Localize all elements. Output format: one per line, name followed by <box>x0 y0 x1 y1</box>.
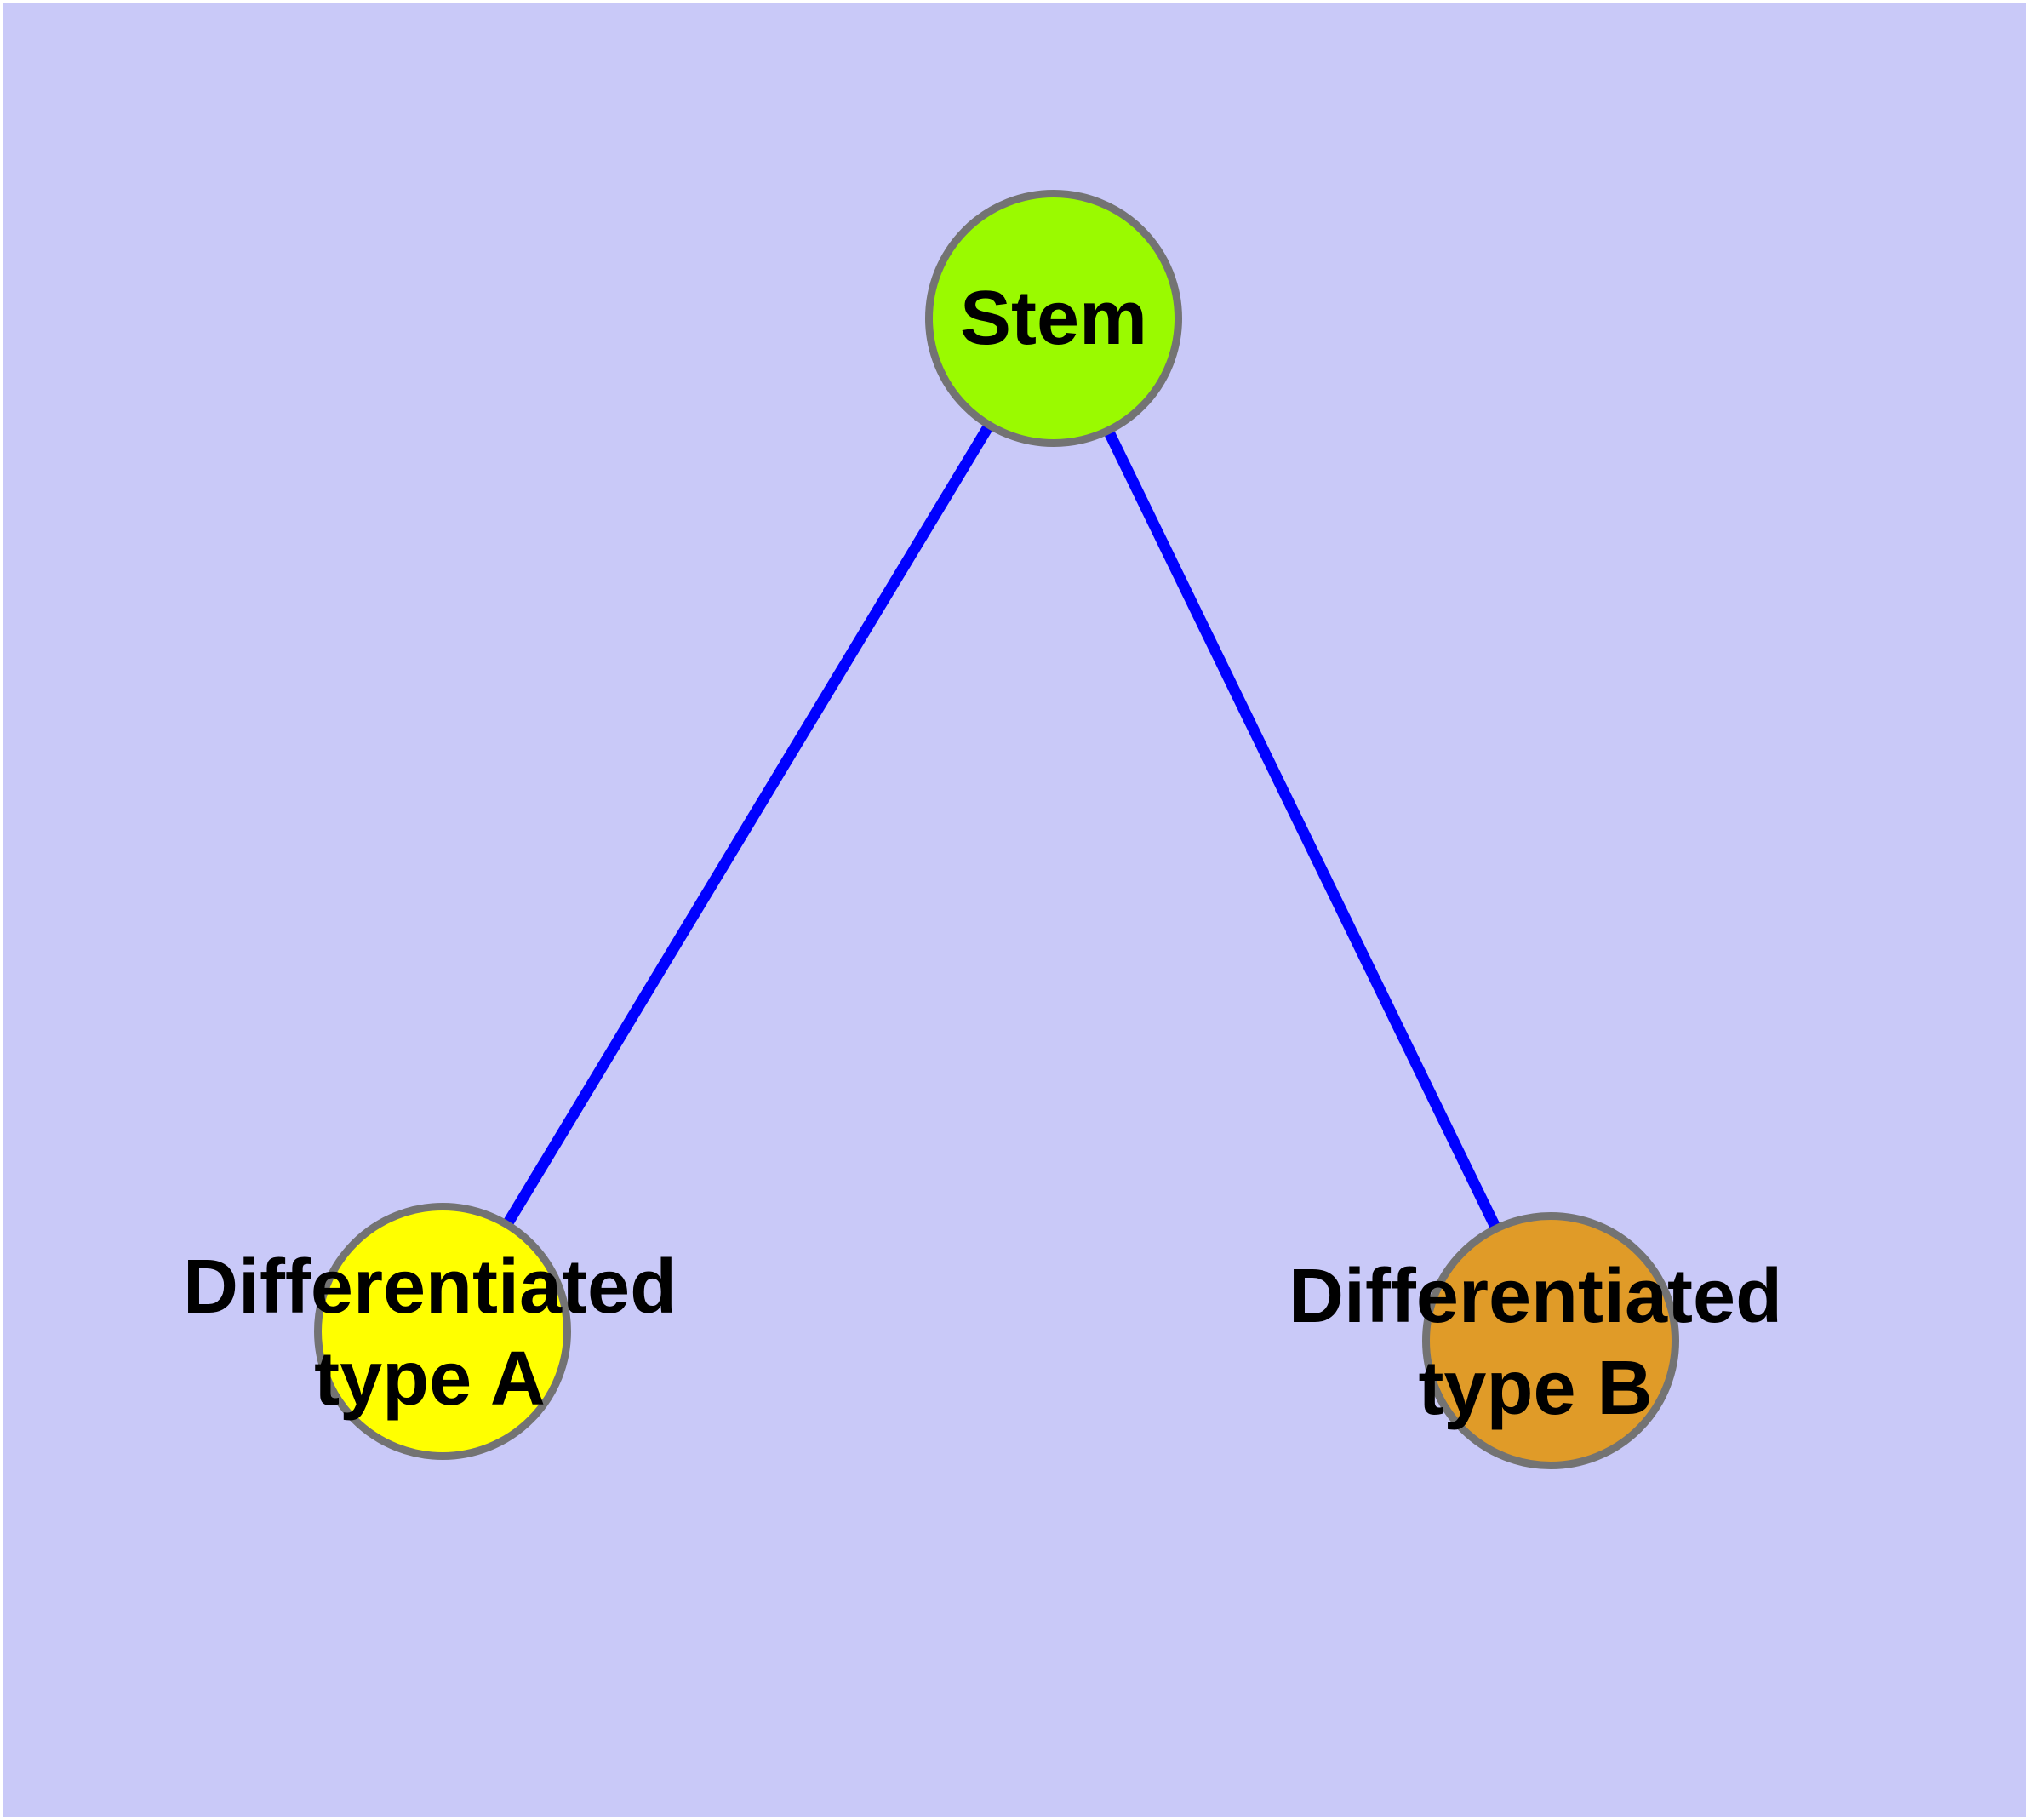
node-differentiated-type-b-circle[interactable] <box>1422 1212 1679 1469</box>
node-stem-circle[interactable] <box>925 190 1182 447</box>
edge-stem-to-type-b <box>1049 316 1556 1343</box>
node-differentiated-type-a-circle[interactable] <box>314 1203 571 1460</box>
edge-stem-to-type-a <box>437 315 1059 1335</box>
